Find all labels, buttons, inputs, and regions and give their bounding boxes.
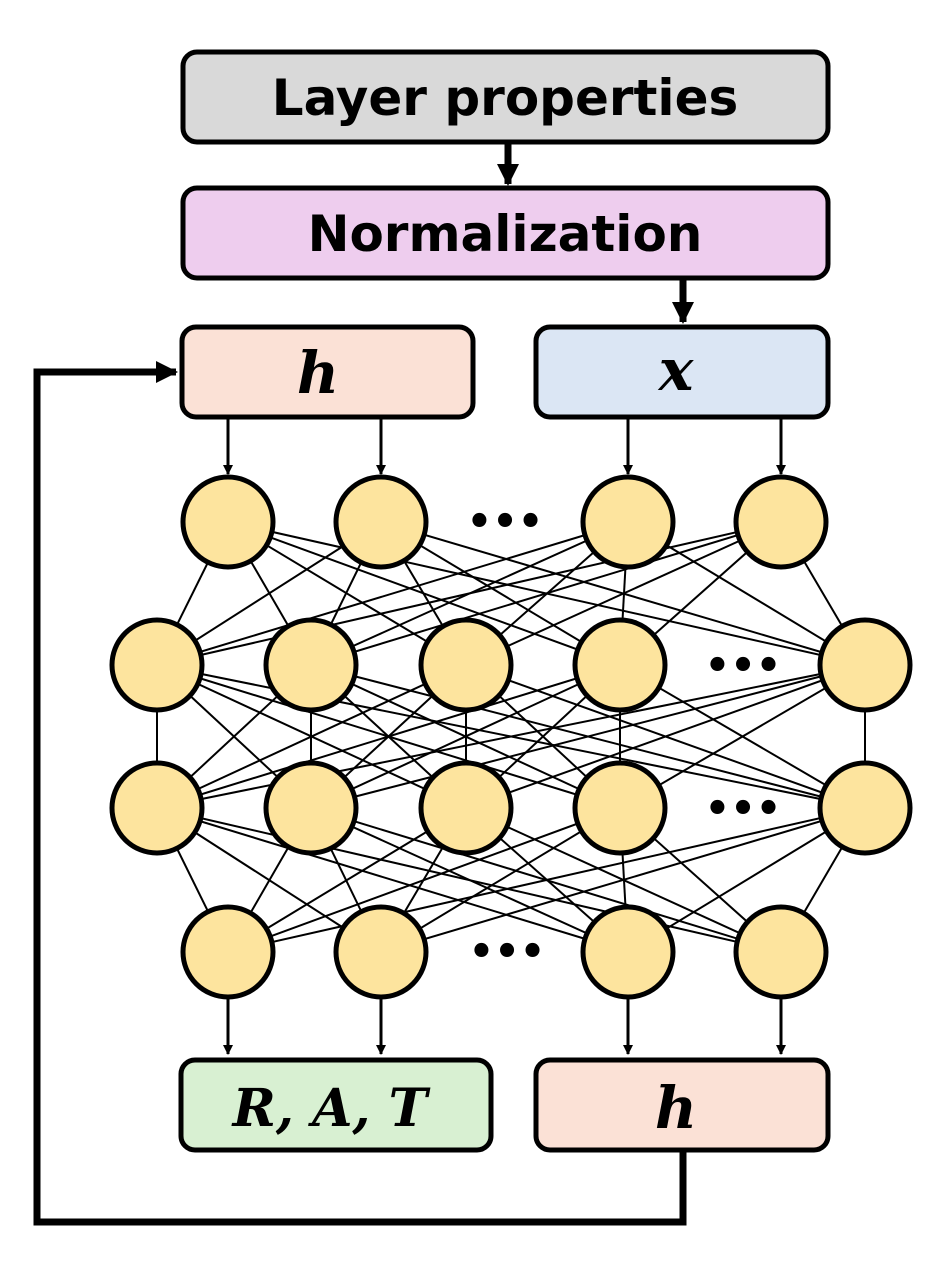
connection-hidden-layer-2-2-to-output-layer-3 [310, 807, 629, 953]
connection-hidden-layer-1-4-to-hidden-layer-2-1 [156, 664, 621, 809]
connection-hidden-layer-1-5-to-hidden-layer-2-2 [310, 664, 866, 809]
hidden-layer-1-neuron-1 [109, 617, 205, 713]
rat-output-rect [178, 1057, 494, 1153]
connection-input-layer-4-to-hidden-layer-1-3 [465, 521, 782, 666]
connection-hidden-layer-1-5-to-hidden-layer-2-3 [465, 664, 866, 809]
input-layer-neuron-1 [180, 474, 276, 570]
rat-output-label: R, A, T [231, 1078, 431, 1139]
rat-output-box: R, A, T [178, 1057, 494, 1153]
connection-input-layer-3-to-hidden-layer-1-1 [156, 521, 629, 666]
hidden-layer-1-neuron-4 [572, 617, 668, 713]
normalization-label: Normalization [308, 205, 703, 263]
h-input-label: h [297, 339, 339, 407]
normalization-box: Normalization [180, 185, 831, 281]
neural-network-layers [109, 474, 913, 1000]
input-layer-neuron-4 [733, 474, 829, 570]
input-layer-neuron-3 [580, 474, 676, 570]
hidden-layer-2-neuron-2 [263, 760, 359, 856]
hidden-layer-1-ellipsis: ••• [705, 643, 782, 689]
x-input-rect [533, 324, 831, 420]
connection-hidden-layer-2-4-to-output-layer-1 [227, 807, 621, 953]
layer-properties-label: Layer properties [272, 69, 739, 127]
connection-hidden-layer-2-5-to-output-layer-2 [380, 807, 866, 953]
h-input-rect [179, 324, 476, 420]
output-layer-neuron-1 [180, 904, 276, 1000]
input-layer-neuron-2 [333, 474, 429, 570]
output-layer-neuron-3 [580, 904, 676, 1000]
hidden-layer-1-neuron-5 [817, 617, 913, 713]
input-layer-ellipsis: ••• [467, 499, 544, 545]
hidden-layer-1-neuron-2 [263, 617, 359, 713]
hidden-layer-2-neuron-4 [572, 760, 668, 856]
layer-ellipses: ••• ••• ••• ••• [467, 499, 782, 975]
hidden-layer-2-neuron-3 [418, 760, 514, 856]
connection-input-layer-4-to-hidden-layer-1-2 [310, 521, 782, 666]
connection-hidden-layer-2-1-to-output-layer-3 [156, 807, 629, 953]
hidden-layer-1-neuron-3 [418, 617, 514, 713]
layer-properties-rect [180, 49, 831, 145]
flow-arrows [33, 142, 786, 1226]
h-output-box: h [533, 1057, 831, 1153]
x-input-box: x [533, 324, 831, 420]
connection-hidden-layer-2-5-to-output-layer-1 [227, 807, 866, 953]
layer-properties-box: Layer properties [180, 49, 831, 145]
hidden-layer-2-ellipsis: ••• [705, 786, 782, 832]
hidden-layer-2-neuron-5 [817, 760, 913, 856]
h-output-rect [533, 1057, 831, 1153]
connection-input-layer-4-to-hidden-layer-1-1 [156, 521, 782, 666]
feedback-loop-arrow [33, 361, 687, 1226]
output-layer-neuron-2 [333, 904, 429, 1000]
connection-hidden-layer-1-4-to-hidden-layer-2-2 [310, 664, 621, 809]
output-layer-ellipsis: ••• [469, 929, 546, 975]
h-output-label: h [655, 1074, 697, 1142]
connection-hidden-layer-1-3-to-hidden-layer-2-1 [156, 664, 467, 809]
x-input-label: x [657, 336, 695, 404]
output-layer-neuron-4 [733, 904, 829, 1000]
h-input-box: h [179, 324, 476, 420]
hidden-layer-2-neuron-1 [109, 760, 205, 856]
neuron-connections [156, 521, 866, 953]
normalization-rect [180, 185, 831, 281]
